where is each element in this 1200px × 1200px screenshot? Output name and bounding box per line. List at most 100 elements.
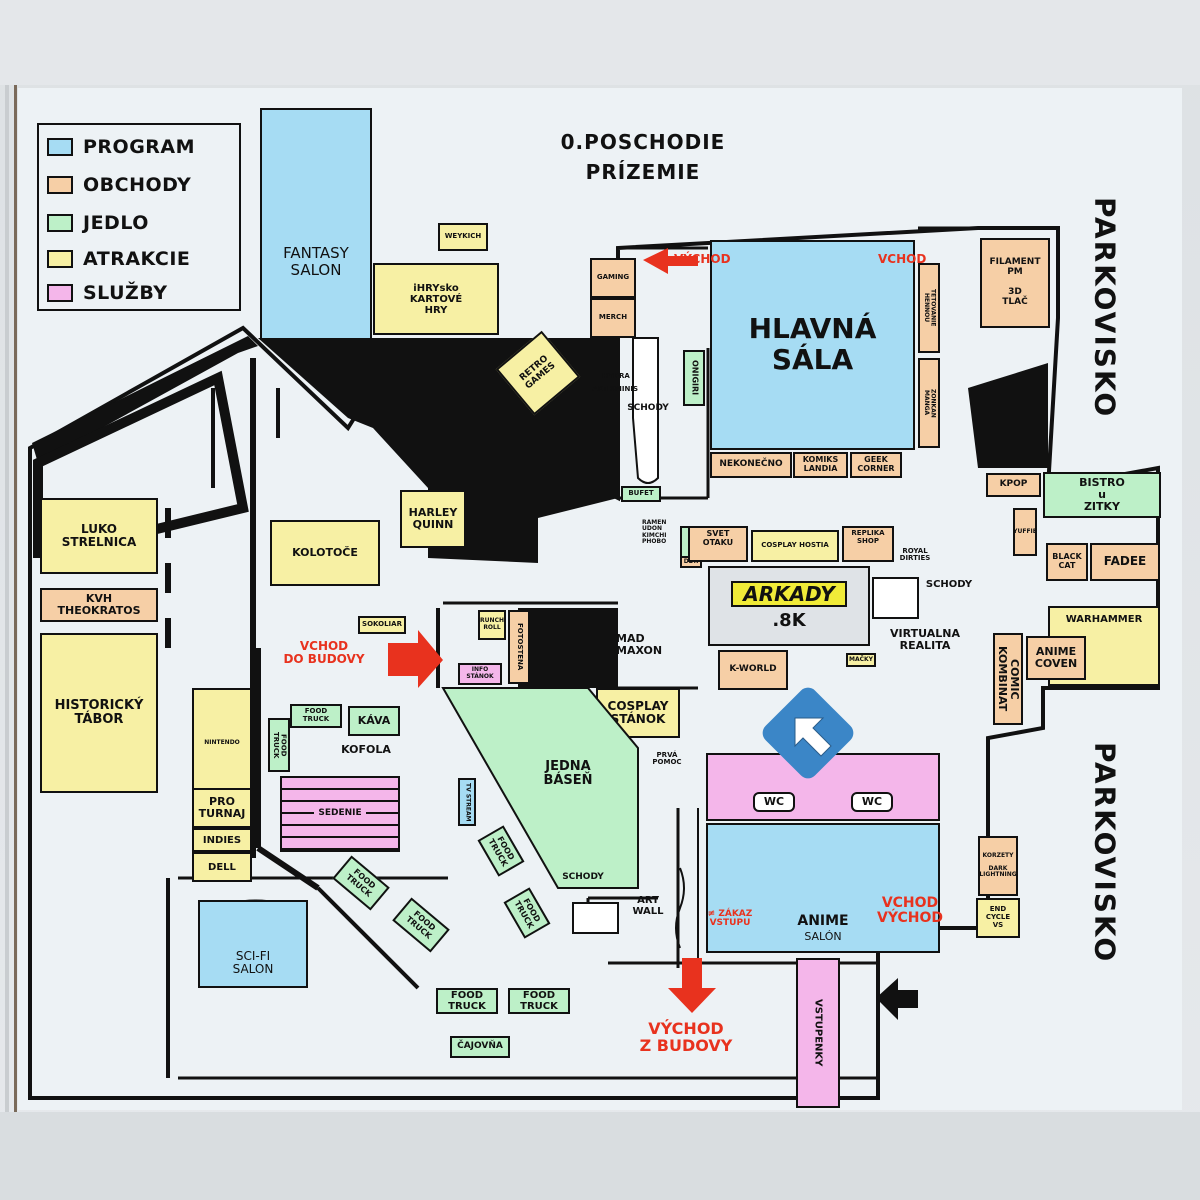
kvh-theokratos[interactable]: KVH THEOKRATOS bbox=[40, 588, 158, 622]
tv-stream[interactable]: TV STREAM bbox=[458, 778, 476, 826]
sci-fi-salon[interactable]: SCI-FI SALON bbox=[198, 900, 308, 988]
exit-building-label: VÝCHOD Z BUDOVY bbox=[639, 1019, 733, 1055]
anime-coven[interactable]: ANIME COVEN bbox=[1026, 636, 1086, 680]
gaming-shop[interactable]: GAMING bbox=[590, 258, 636, 298]
room-label: FOOD TRUCK bbox=[272, 731, 288, 759]
luko-strelnica[interactable]: LUKO STRELNICA bbox=[40, 498, 158, 574]
background-top bbox=[0, 0, 1200, 85]
fantasy-salon[interactable]: FANTASY SALON bbox=[260, 108, 372, 340]
fadee[interactable]: FADEE bbox=[1090, 543, 1160, 581]
anime-label: ANIME bbox=[797, 913, 849, 929]
komiks-landia[interactable]: KOMIKS LANDIA bbox=[793, 452, 848, 478]
room-label: CRUNCHY ROLL bbox=[480, 617, 504, 631]
room-label: REPLIKA SHOP bbox=[851, 529, 885, 545]
legend-program: PROGRAM bbox=[47, 135, 195, 159]
wc-women[interactable]: WC bbox=[851, 792, 893, 812]
filament-3d-tlac[interactable]: FILAMENT PM 3D TLAČ bbox=[980, 238, 1050, 328]
food-truck-8[interactable]: FOOD TRUCK bbox=[508, 988, 570, 1014]
floor-sublabel: PRÍZEMIE bbox=[585, 160, 701, 184]
cajovna[interactable]: ČAJOVŇA bbox=[450, 1036, 510, 1058]
hlavna-sala[interactable]: HLAVNÁ SÁLA bbox=[710, 240, 915, 450]
parking-label-south: PARKOVISKO bbox=[1088, 742, 1122, 964]
onigiri[interactable]: ONIGIRI bbox=[683, 350, 705, 406]
kava[interactable]: KÁVA bbox=[348, 706, 400, 736]
legend-label: OBCHODY bbox=[83, 174, 192, 196]
room-label: K-WORLD bbox=[729, 664, 777, 675]
ihrysko-kartove-hry[interactable]: iHRYsko KARTOVÉ HRY bbox=[373, 263, 499, 335]
kolotoce[interactable]: KOLOTOČE bbox=[270, 520, 380, 586]
room-label: END CYCLE VS bbox=[985, 905, 1011, 929]
vchod-vychod-label: VCHOD VÝCHOD bbox=[877, 895, 943, 926]
end-cycle-vs[interactable]: END CYCLE VS bbox=[976, 898, 1020, 938]
frame-edge-inner bbox=[14, 85, 17, 1112]
room-label: FOTOSTENA bbox=[515, 623, 524, 671]
info-stanok[interactable]: INFO STÁNOK bbox=[458, 663, 502, 685]
legend-label: PROGRAM bbox=[83, 136, 196, 158]
room-label: DELL bbox=[208, 861, 236, 873]
fotostena[interactable]: FOTOSTENA bbox=[508, 610, 530, 684]
art-wall-label: ART WALL bbox=[632, 895, 664, 917]
comic-kombinat[interactable]: COMIC KOMBINAT bbox=[993, 633, 1023, 725]
wc-men[interactable]: WC bbox=[753, 792, 795, 812]
legend-swatch bbox=[47, 284, 73, 302]
crunchyroll[interactable]: CRUNCHY ROLL bbox=[478, 610, 506, 640]
yuffie[interactable]: YUFFIE bbox=[1013, 508, 1037, 556]
macky[interactable]: MAČKY bbox=[846, 653, 876, 667]
exit-label-top: VÝCHOD bbox=[674, 252, 731, 266]
dell[interactable]: DELL bbox=[192, 852, 252, 882]
merch-shop[interactable]: MERCH bbox=[590, 298, 636, 338]
food-truck-1[interactable]: FOOD TRUCK bbox=[290, 704, 342, 728]
geek-corner[interactable]: GEEK CORNER bbox=[850, 452, 902, 478]
nekonecno[interactable]: NEKONEČNO bbox=[710, 452, 792, 478]
historicky-tabor[interactable]: HISTORICKÝ TÁBOR bbox=[40, 633, 158, 793]
bistro-u-zitky[interactable]: BISTRO u ZITKY bbox=[1043, 472, 1161, 518]
navigate-arrow-icon[interactable] bbox=[751, 676, 865, 790]
room-label: SOKOLIAR bbox=[362, 620, 402, 629]
zonkan-manga[interactable]: ZONKAN MANGA bbox=[918, 358, 940, 448]
cosplay-hostia[interactable]: COSPLAY HOSTIA bbox=[751, 530, 839, 562]
room-label: COSPLAY HOSTIA bbox=[761, 541, 829, 550]
room-label: ČAJOVŇA bbox=[457, 1041, 503, 1052]
svet-otaku[interactable]: SVET OTAKU bbox=[688, 526, 748, 562]
vstupenky[interactable]: VSTUPENKY bbox=[796, 958, 840, 1108]
room-label: TETOVANIE HENNOU bbox=[923, 289, 937, 327]
salon-label: SALÓN bbox=[804, 930, 842, 943]
tetovanie-hennou[interactable]: TETOVANIE HENNOU bbox=[918, 263, 940, 353]
room-label: YUFFIE bbox=[1013, 527, 1037, 535]
legend-jedlo: JEDLO bbox=[47, 211, 149, 235]
black-cat[interactable]: BLACK CAT bbox=[1046, 543, 1088, 581]
stairs-label-mid: SCHODY bbox=[925, 579, 973, 590]
k-world[interactable]: K-WORLD bbox=[718, 650, 788, 690]
weykich[interactable]: WEYKICH bbox=[438, 223, 488, 251]
arkady-gaming[interactable]: ARKADY .8K bbox=[708, 566, 870, 646]
replika-shop[interactable]: REPLIKA SHOP bbox=[842, 526, 894, 562]
cosplay-stanok[interactable]: COSPLAY STÁNOK bbox=[596, 688, 680, 738]
sokoliar[interactable]: SOKOLIAR bbox=[358, 616, 406, 634]
entrance-building-label: VCHOD DO BUDOVY bbox=[283, 639, 365, 666]
arkady-logo: ARKADY bbox=[731, 581, 847, 608]
harley-quinn[interactable]: HARLEY QUINN bbox=[400, 490, 466, 548]
room-label: RETRO GAMES bbox=[518, 353, 558, 392]
kpop[interactable]: KPOP bbox=[986, 473, 1041, 497]
pro-turnaj[interactable]: PRO TURNAJ bbox=[192, 788, 252, 828]
legend-swatch bbox=[47, 250, 73, 268]
room-label: SCI-FI SALON bbox=[232, 948, 274, 976]
room-label: FOOD TRUCK bbox=[486, 834, 516, 869]
korzety-dark-lightning[interactable]: KORZETY DARK LIGHTNING bbox=[978, 836, 1018, 896]
anime-salon[interactable] bbox=[706, 823, 940, 953]
room-label: HISTORICKÝ TÁBOR bbox=[54, 697, 144, 727]
indies[interactable]: INDIES bbox=[192, 828, 252, 852]
room-label: KOLOTOČE bbox=[292, 545, 358, 559]
room-label: MERCH bbox=[598, 313, 628, 322]
legend-swatch bbox=[47, 138, 73, 156]
room-label: COMIC KOMBINAT bbox=[996, 646, 1022, 712]
legend-swatch bbox=[47, 176, 73, 194]
room-label: ONIGIRI bbox=[690, 360, 700, 396]
sedenie[interactable]: SEDENIE bbox=[280, 776, 400, 852]
legend-label: JEDLO bbox=[83, 212, 149, 234]
food-truck-2[interactable]: FOOD TRUCK bbox=[268, 718, 290, 772]
bufet[interactable]: BUFET bbox=[621, 486, 661, 502]
room-label: ANIME COVEN bbox=[1034, 644, 1078, 670]
food-truck-7[interactable]: FOOD TRUCK bbox=[436, 988, 498, 1014]
